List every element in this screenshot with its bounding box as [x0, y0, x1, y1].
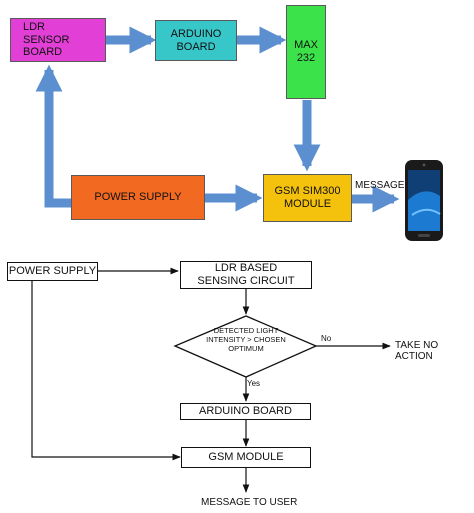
- max-232-block: MAX 232: [286, 5, 326, 99]
- arduino-board-block: ARDUINO BOARD: [155, 20, 237, 61]
- arrow-power-to-ldr: [35, 64, 71, 208]
- flow-gsm-module-label: GSM MODULE: [208, 451, 284, 464]
- gsm-sim300-block: GSM SIM300 MODULE: [263, 174, 352, 222]
- flow-arduino-board-label: ARDUINO BOARD: [199, 405, 292, 418]
- message-label: MESSAGE: [355, 180, 405, 191]
- power-supply-block: POWER SUPPLY: [71, 175, 205, 220]
- gsm-sim300-label: GSM SIM300 MODULE: [274, 185, 341, 210]
- arduino-board-label: ARDUINO BOARD: [170, 27, 222, 53]
- decision-label: DETECTED LIGHT INTENSITY > CHOSEN OPTIMU…: [206, 326, 286, 353]
- power-supply-label: POWER SUPPLY: [94, 191, 182, 204]
- flow-ldr-sensing-label: LDR BASED SENSING CIRCUIT: [197, 262, 295, 287]
- phone-icon: [405, 160, 443, 241]
- ldr-sensor-board-block: LDR SENSOR BOARD: [10, 18, 106, 62]
- flow-power-supply-label: POWER SUPPLY: [8, 265, 97, 278]
- flow-power-supply-box: POWER SUPPLY: [7, 262, 98, 281]
- decision-no-label: No: [321, 334, 332, 343]
- decision-yes-label: Yes: [247, 379, 261, 388]
- max-232-label: MAX 232: [294, 39, 318, 64]
- ldr-sensor-board-label: LDR SENSOR BOARD: [23, 21, 70, 59]
- flow-arduino-board-box: ARDUINO BOARD: [180, 403, 311, 420]
- message-to-user-label: MESSAGE TO USER: [201, 497, 298, 508]
- flow-gsm-module-box: GSM MODULE: [181, 447, 311, 468]
- flow-power-to-gsm: [31, 281, 181, 461]
- take-no-action-label: TAKE NO ACTION: [395, 340, 439, 362]
- flow-ldr-sensing-box: LDR BASED SENSING CIRCUIT: [180, 261, 312, 289]
